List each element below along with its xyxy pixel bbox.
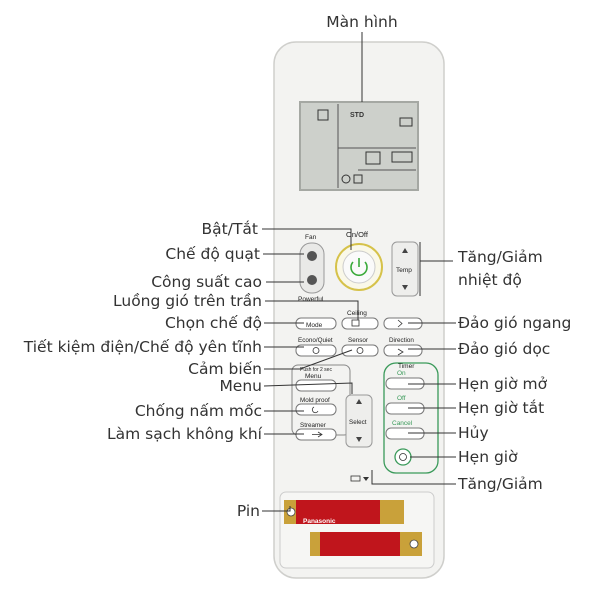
select-up-icon [356,399,362,404]
direction-button[interactable] [383,344,423,357]
label-luong-gio: Luồng gió trên trần [113,292,262,310]
label-tang-giam-nhiet-do-2: nhiệt độ [458,271,522,289]
fan-text: Fan [305,234,317,241]
ceiling-icon [351,319,360,327]
battery-brand-text: Panasonic [303,518,336,525]
label-cong-suat-cao: Công suất cao [151,273,262,291]
sensor-button[interactable] [341,344,379,357]
label-chon-che-do: Chọn chế độ [164,314,262,332]
swing-horizontal-icon [397,319,403,328]
screen-sensor-icon [365,151,381,165]
temp-down-icon [402,285,408,290]
mold-proof-icon [311,406,319,414]
temp-button[interactable] [391,241,419,297]
power-icon [350,261,368,277]
label-pin: Pin [236,502,260,520]
screen-std-text: STD [350,112,364,119]
label-dao-gio-doc: Đảo gió dọc [458,340,551,358]
fan-icon [307,251,317,261]
label-hen-gio-mo: Hẹn giờ mở [458,375,548,393]
select-text: Select [349,419,367,426]
label-dao-gio-ngang: Đảo gió ngang [458,314,572,332]
timer-button[interactable] [394,448,412,466]
temp-text: Temp [396,267,412,274]
select-down-icon [356,437,362,442]
sensor-icon [356,347,364,354]
screen-fan-icon [317,109,329,121]
leader-lines [262,32,456,512]
menu-button[interactable] [295,379,337,392]
ceiling-text: Ceiling [347,310,367,317]
label-menu: Menu [219,377,262,395]
label-huy: Hủy [458,424,489,442]
battery-top: Panasonic [284,500,404,525]
timer-cancel-text: Cancel [392,420,413,427]
select-button[interactable] [345,394,373,448]
label-chong-nam-moc: Chống nấm mốc [134,402,262,420]
mode-text: Mode [306,322,323,329]
temp-up-icon [402,248,408,253]
mold-proof-button[interactable] [295,403,337,416]
timer-on-text: On [397,370,406,377]
label-hen-gio: Hẹn giờ [458,448,518,466]
timer-text: Timer [398,363,415,370]
down-triangle-icon [363,477,369,481]
direction-text: Direction [389,337,414,344]
ceiling-button[interactable] [341,317,379,330]
screen-mode-icon [341,174,351,184]
timer-off-text: Off [397,395,406,402]
econo-quiet-button[interactable] [295,344,337,357]
timer-panel [383,362,439,474]
label-che-do-quat: Chế độ quạt [165,245,260,263]
fan-powerful-button[interactable] [299,242,325,294]
battery-small-icon [350,475,361,482]
label-lam-sach: Làm sạch không khí [107,425,262,443]
mold-proof-text: Mold proof [300,397,330,404]
label-hen-gio-tat: Hẹn giờ tắt [458,399,545,417]
sensor-text: Sensor [348,337,368,344]
screen-clean-icon [353,174,363,184]
label-tang-giam: Tăng/Giảm [458,475,543,493]
powerful-icon [307,275,317,285]
direction-icon [397,348,404,356]
label-man-hinh: Màn hình [326,13,398,31]
econo-icon [312,347,320,354]
screen-battery-icon [399,117,413,127]
streamer-text: Streamer [300,422,326,429]
clock-icon [399,453,407,461]
menu-text: Menu [305,373,322,380]
label-bat-tat: Bật/Tắt [201,220,258,238]
powerful-text: Powerful [298,296,324,303]
label-cam-bien: Cảm biến [188,360,262,378]
screen-direction-icon [391,151,413,163]
econo-quiet-text: Econo/Quiet [298,337,333,344]
on-off-text: On/Off [346,230,369,239]
label-tang-giam-nhiet-do-1: Tăng/Giảm [458,248,543,266]
push-2sec-text: Push for 2 sec [300,367,332,373]
battery-bottom [310,532,422,556]
streamer-icon [312,431,323,438]
label-tiet-kiem: Tiết kiệm điện/Chế độ yên tĩnh [23,338,262,356]
